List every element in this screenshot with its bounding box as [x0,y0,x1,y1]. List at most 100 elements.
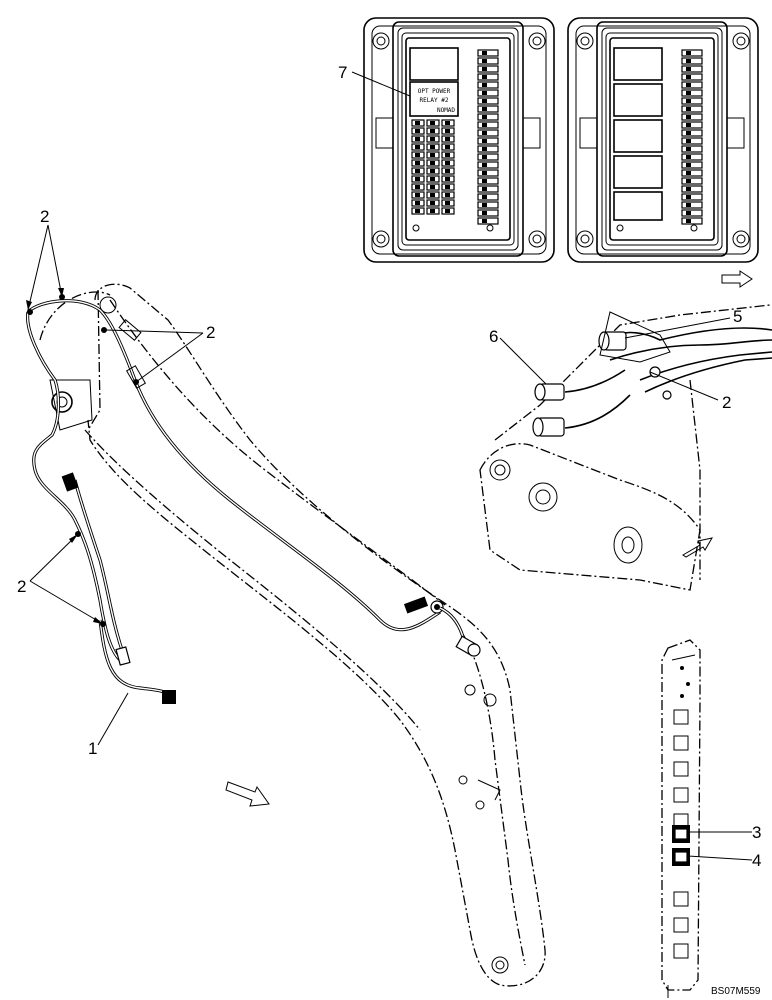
fuse-slot-blade [445,145,450,149]
fuse-slot [681,137,703,145]
fuse-slot-blade [482,195,487,199]
fuse-slot [681,169,703,177]
fuse-slot-blade [415,201,420,205]
fuse-slot-blade [482,51,487,55]
fuse-slot [477,105,499,113]
fuse-slot-blade [445,137,450,141]
fuse-slot-blade [445,177,450,181]
strip-cell [673,943,689,959]
callout-2-upper-middle: 2 [206,323,215,342]
fuse-slot-blade [686,59,691,63]
fuse-slot-blade [482,179,487,183]
callout-6: 6 [489,327,498,346]
fuse-slot [681,97,703,105]
drawing-code: BS07M559 [711,986,761,997]
fuse-slot-blade [430,201,435,205]
fuse-slot [477,193,499,201]
fuse-slot [477,121,499,129]
fuse-slot-blade [482,67,487,71]
fuse-slot [681,73,703,81]
callout-2-top-left: 2 [40,207,49,226]
direction-arrow-icon [225,781,270,807]
fuse-slot-blade [430,177,435,181]
fuse-slot [477,49,499,57]
fuse-slot [477,145,499,153]
fuse-slot-blade [445,153,450,157]
fuse-slot-blade [482,107,487,111]
fuse-slot-blade [686,179,691,183]
fuse-slot-blade [430,153,435,157]
wire-harness [26,294,481,704]
callout-2-lower-left: 2 [17,577,26,596]
fuse-slot [477,81,499,89]
fuse-slot-blade [445,161,450,165]
fuse-slot-blade [482,123,487,127]
direction-arrow-icon [721,270,753,288]
fuse-slot-blade [415,161,420,165]
fuse-slot-blade [430,169,435,173]
fuse-slot-blade [482,187,487,191]
fuse-slot-blade [686,123,691,127]
fuse-slot-blade [686,91,691,95]
fuse-slot [681,81,703,89]
fuse-slot-blade [415,121,420,125]
fuse-slot-blade [686,203,691,207]
fuse-slot [681,89,703,97]
fuse-slot-blade [445,193,450,197]
fuse-slot-blade [482,147,487,151]
fuse-slot [477,89,499,97]
fuse-slot-blade [415,193,420,197]
fuse-slot [477,209,499,217]
fuse-slot [681,193,703,201]
fuse-slot-blade [686,163,691,167]
coupler-detail [479,304,772,591]
fuse-slot [681,65,703,73]
relay-label-line2: RELAY #2 [420,97,449,104]
fuse-slot-blade [445,121,450,125]
fuse-slot [477,57,499,65]
fuse-slot-blade [686,131,691,135]
fuse-slot-blade [445,169,450,173]
fuse-slot [681,57,703,65]
fuse-slot-blade [415,169,420,173]
fuse-slot-blade [482,211,487,215]
fuse-slot-blade [686,187,691,191]
fuse-slot [681,145,703,153]
callout-3: 3 [752,823,761,842]
fuse-slot [681,217,703,225]
fuse-slot-blade [482,131,487,135]
fuse-slot-blade [686,107,691,111]
fuse-slot [681,209,703,217]
fuse-slot [477,169,499,177]
fuse-slot-blade [482,139,487,143]
fuse-slot-blade [686,139,691,143]
fuse-slot-blade [686,211,691,215]
fuse-slot-blade [686,147,691,151]
fuse-slot-blade [430,129,435,133]
fuse-slot-blade [686,67,691,71]
loader-arm [39,283,546,987]
fuse-slot [477,113,499,121]
strip-cell [673,761,689,777]
strip-cell [673,787,689,803]
fuse-slot-blade [482,83,487,87]
fuse-slot-blade [482,59,487,63]
fuse-slot-blade [482,115,487,119]
fuse-slot-blade [430,137,435,141]
fuse-slot-blade [686,83,691,87]
fuse-slot [477,97,499,105]
fuse-slot-blade [686,171,691,175]
fuse-slot [681,153,703,161]
relay-label-brand: NOMAD [437,107,455,114]
callout-4: 4 [752,851,761,870]
fuse-slot [681,201,703,209]
fuse-slot [477,137,499,145]
leader-lines [26,71,753,861]
fuse-slot [477,185,499,193]
strip-cell [673,709,689,725]
fuse-slot-blade [445,201,450,205]
fuse-slot [477,161,499,169]
fuse-slot [681,185,703,193]
fuse-box-right [567,17,759,263]
